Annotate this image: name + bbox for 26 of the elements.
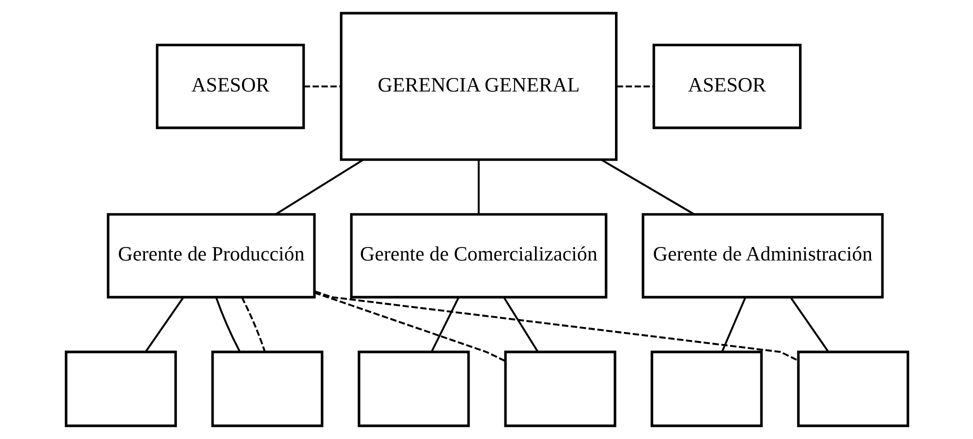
node-box (650, 350, 762, 428)
connector (720, 296, 746, 352)
node-box (796, 350, 909, 428)
connector (430, 296, 460, 352)
node-box: Gerente de Producción (106, 213, 316, 298)
node-box (64, 350, 176, 428)
node-box: GERENCIA GENERAL (339, 12, 618, 161)
connector (214, 296, 240, 352)
node-box: ASESOR (155, 44, 304, 130)
node-box (504, 350, 616, 428)
connector (477, 160, 480, 214)
node-box (357, 350, 470, 428)
connector (240, 296, 266, 352)
node-box: Gerente de Comercialización (350, 213, 607, 298)
connector (274, 158, 364, 216)
connector (600, 158, 694, 216)
node-box: ASESOR (652, 44, 802, 130)
connector (303, 85, 340, 88)
node-box (210, 350, 323, 428)
connector (314, 292, 506, 362)
connector (502, 296, 538, 352)
connector (314, 290, 798, 362)
node-box: Gerente de Administración (641, 213, 884, 298)
connector (616, 85, 654, 88)
connector (144, 296, 184, 352)
connector (789, 296, 829, 352)
